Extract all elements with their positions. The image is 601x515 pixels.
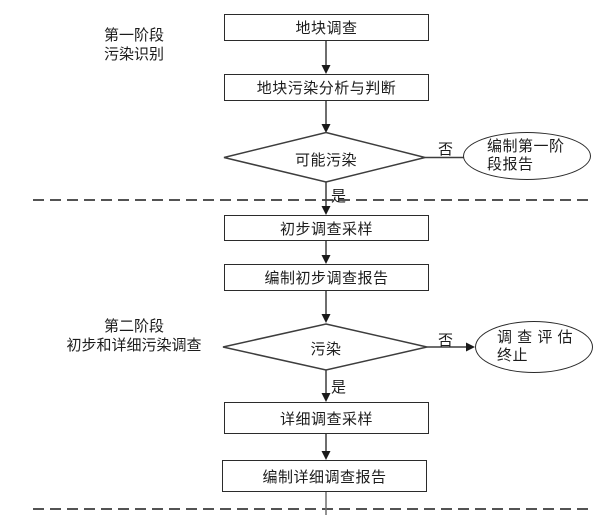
terminal1-line2: 段报告 [487, 156, 534, 173]
branch-label-no-1: 否 [438, 141, 454, 158]
arrowhead-box5 [321, 393, 331, 402]
terminal2-line1: 调 查 评 估 [497, 329, 574, 346]
branch-label-no-2: 否 [438, 332, 454, 349]
decision-label-possible-pollution: 可能污染 [294, 152, 358, 169]
terminal-survey-assessment-end: 调 查 评 估 终止 [475, 321, 593, 373]
arrowhead-diamond1 [321, 124, 331, 133]
arrowhead-terminal2 [466, 342, 475, 352]
branch-label-yes-2: 是 [331, 379, 347, 396]
stage-label-phase1: 第一阶段 污染识别 [104, 26, 164, 64]
arrowhead-box3 [321, 206, 331, 215]
decision-diamond-possible-pollution [223, 131, 426, 183]
process-box-site-survey: 地块调查 [224, 14, 429, 41]
decision-label-pollution: 污染 [310, 341, 342, 358]
arrowhead-diamond2 [321, 314, 331, 323]
terminal-phase1-report: 编制第一阶 段报告 [463, 132, 591, 180]
arrowhead-box6 [321, 451, 331, 460]
stage2-line1: 第二阶段 [103, 318, 165, 335]
stage2-line2: 初步和详细污染调查 [66, 337, 202, 354]
process-box-preliminary-sampling: 初步调查采样 [224, 215, 429, 241]
branch-label-yes-1: 是 [331, 188, 347, 205]
stage1-line1: 第一阶段 [103, 27, 165, 44]
arrowhead-box2 [321, 65, 331, 74]
stage1-line2: 污染识别 [103, 46, 165, 63]
decision-diamond-pollution [222, 323, 428, 371]
arrowhead-box4 [321, 255, 331, 264]
terminal2-line2: 终止 [497, 347, 529, 364]
stage-label-phase2: 第二阶段 初步和详细污染调查 [66, 317, 201, 355]
process-box-detailed-report: 编制详细调查报告 [222, 460, 427, 492]
terminal1-line1: 编制第一阶 [487, 138, 565, 155]
process-box-pollution-analysis: 地块污染分析与判断 [224, 74, 429, 101]
process-box-detailed-sampling: 详细调查采样 [224, 402, 429, 434]
process-box-preliminary-report: 编制初步调查报告 [224, 264, 429, 291]
